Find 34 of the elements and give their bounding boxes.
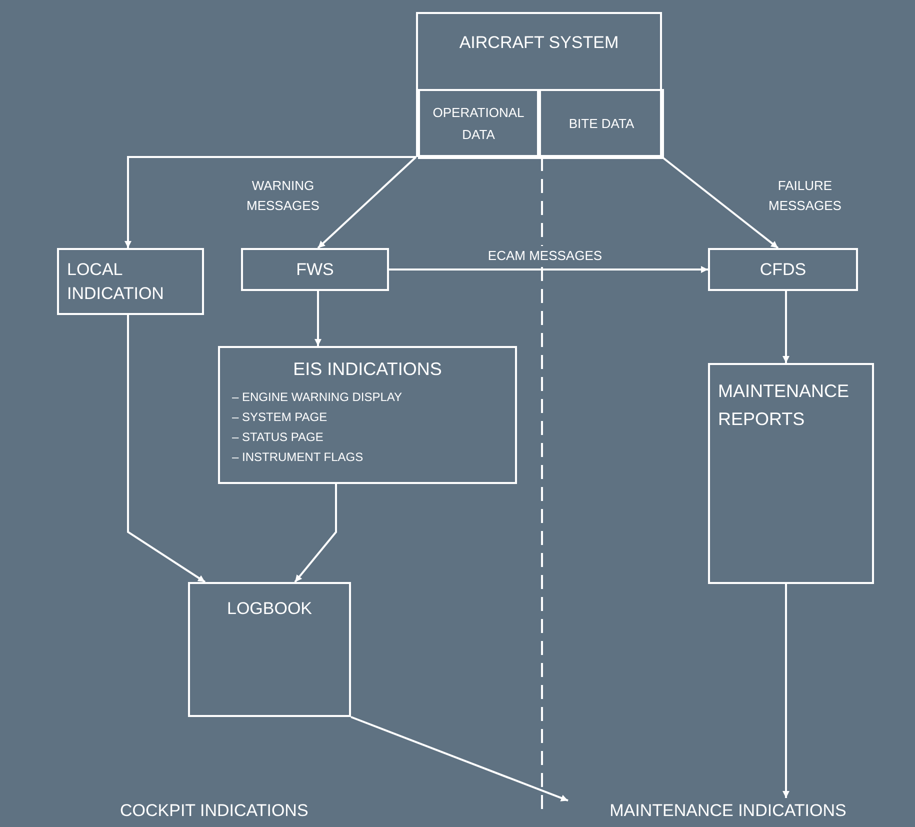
data-cell bbox=[418, 89, 539, 159]
list-item: – INSTRUMENT FLAGS bbox=[232, 449, 364, 466]
arrow bbox=[350, 716, 568, 802]
arrow bbox=[124, 156, 416, 248]
process-box bbox=[708, 248, 858, 291]
node-title: CFDS bbox=[760, 258, 806, 281]
arrow bbox=[782, 584, 790, 798]
arrow bbox=[782, 291, 790, 363]
process-box bbox=[57, 248, 204, 315]
list-item: – ENGINE WARNING DISPLAY bbox=[232, 389, 404, 406]
node-title: OPERATIONAL DATA bbox=[432, 104, 526, 144]
node-title: FWS bbox=[296, 258, 334, 281]
process-box bbox=[708, 363, 874, 584]
arrow bbox=[294, 484, 337, 583]
node-title: LOCAL INDICATION bbox=[67, 258, 165, 304]
process-box bbox=[188, 582, 351, 717]
node-title: BITE DATA bbox=[568, 115, 636, 133]
process-box bbox=[241, 248, 389, 291]
zone-label: COCKPIT INDICATIONS bbox=[120, 800, 308, 822]
arrow bbox=[661, 156, 779, 249]
arrow bbox=[317, 156, 417, 249]
arrow bbox=[314, 291, 322, 346]
node-title: EIS INDICATIONS bbox=[292, 358, 443, 381]
data-cell bbox=[539, 89, 664, 159]
node-title: LOGBOOK bbox=[226, 598, 312, 620]
list-item: – SYSTEM PAGE bbox=[232, 409, 328, 426]
node-title: AIRCRAFT SYSTEM bbox=[459, 32, 619, 54]
list-item: – STATUS PAGE bbox=[232, 429, 324, 446]
arrow bbox=[389, 266, 708, 273]
node-title: MAINTENANCE REPORTS bbox=[718, 380, 850, 431]
node-title: MAINTENANCE INDICATIONS bbox=[610, 800, 846, 822]
system-box bbox=[416, 12, 662, 157]
arrow bbox=[127, 315, 206, 583]
process-box bbox=[218, 346, 517, 484]
